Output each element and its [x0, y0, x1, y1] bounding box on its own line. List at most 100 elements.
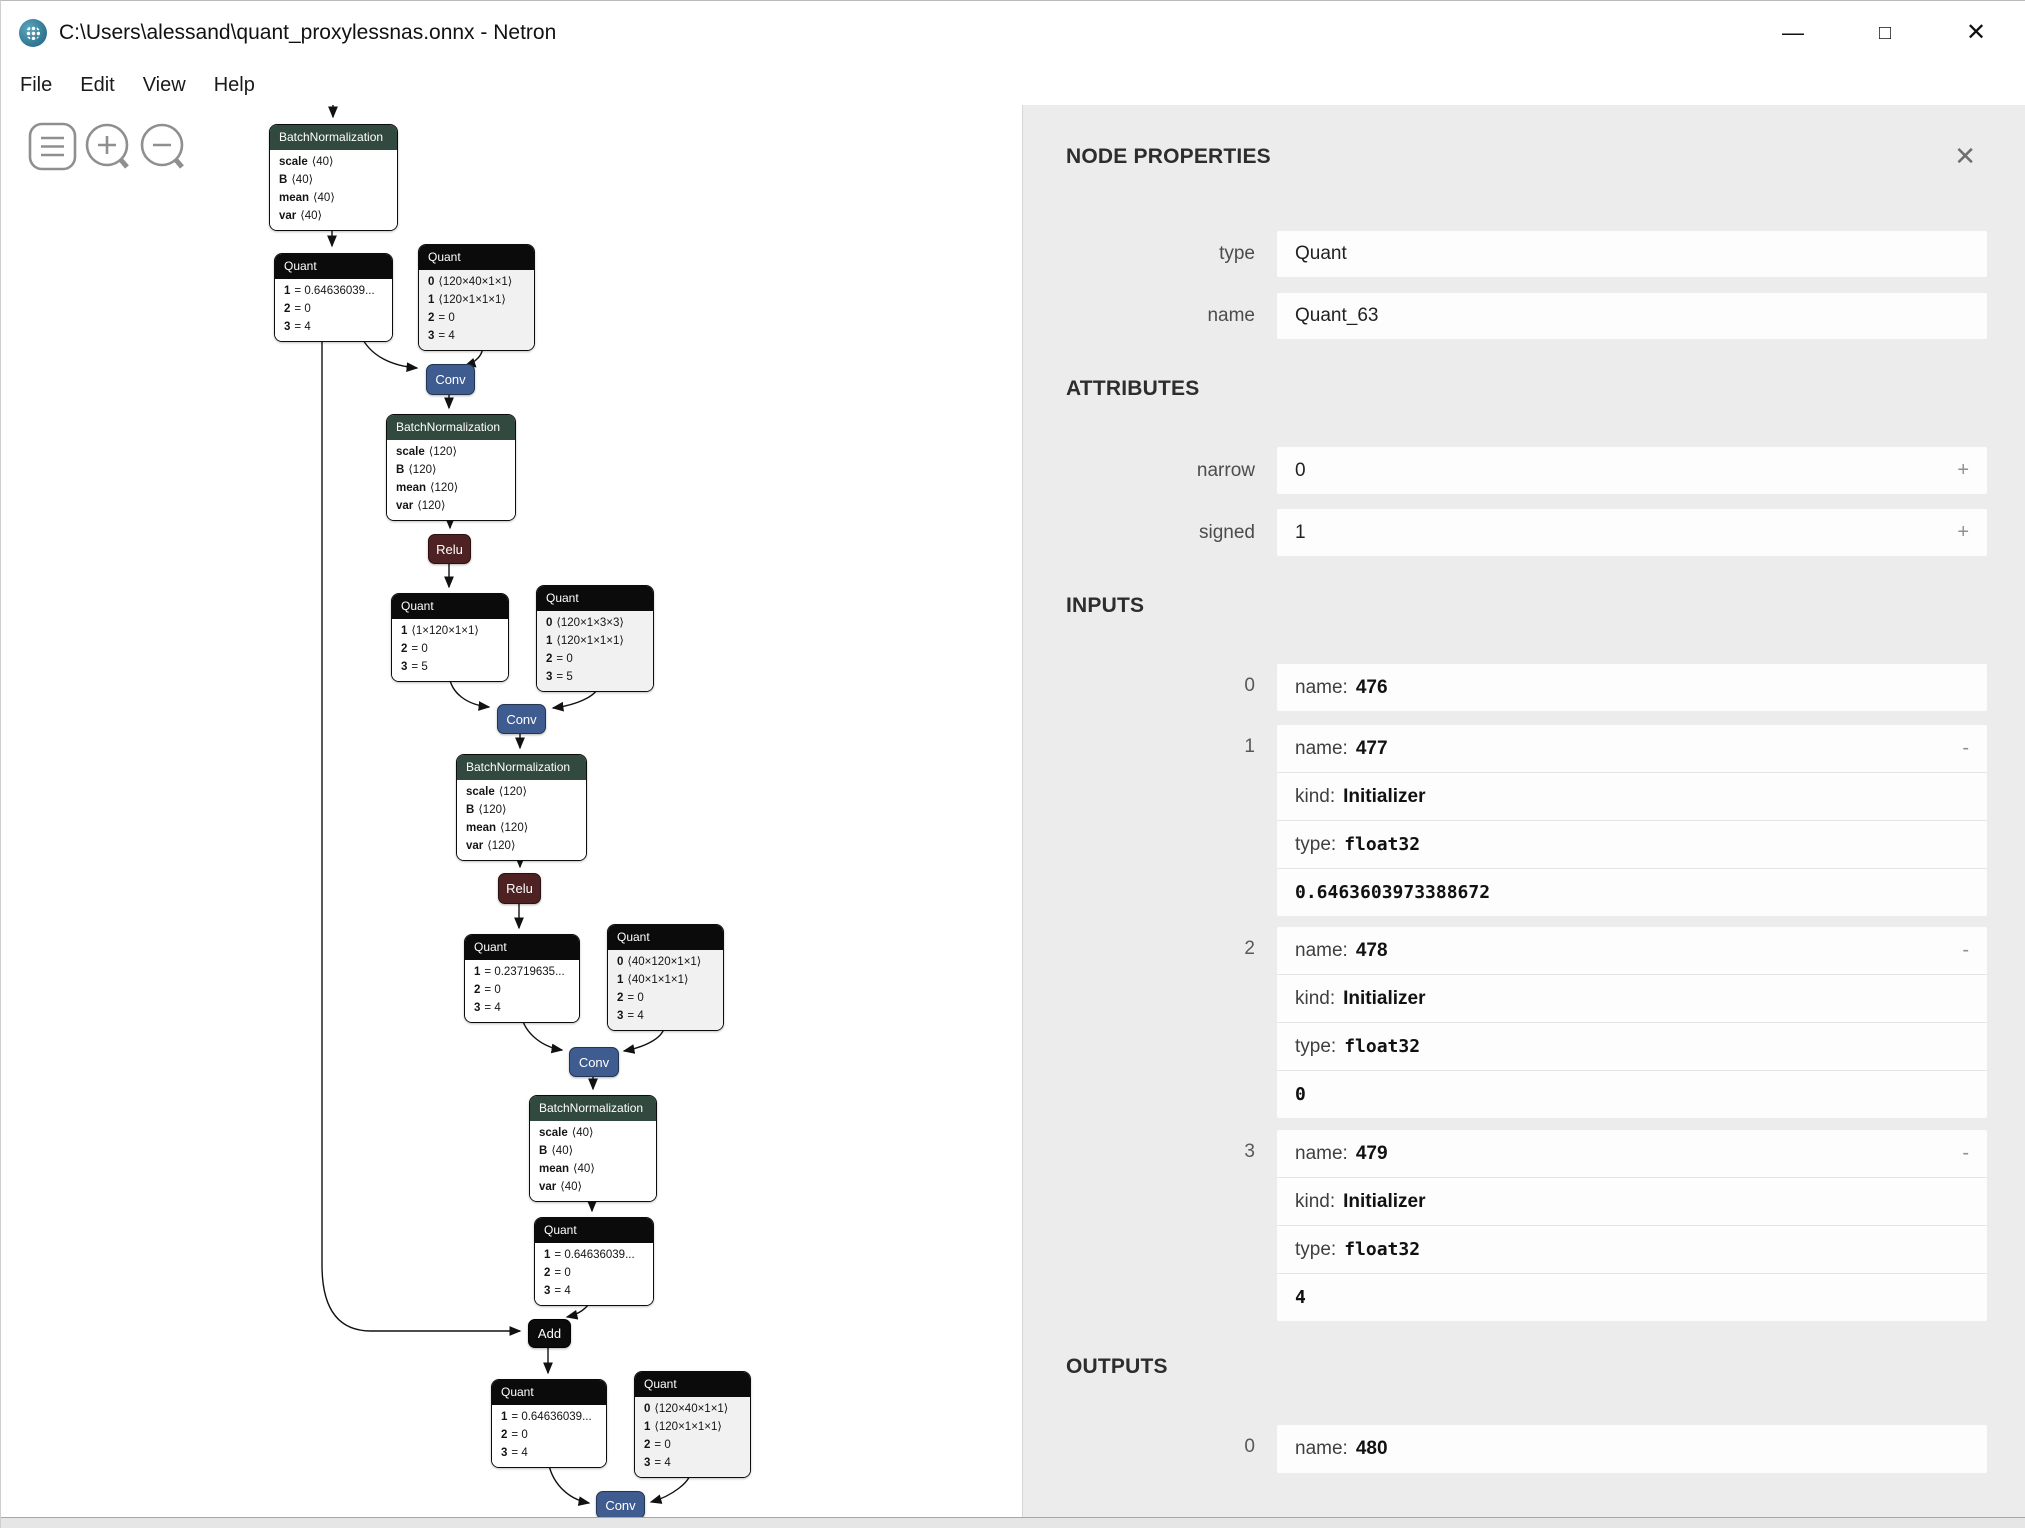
name-value: 477 [1355, 737, 1388, 759]
input-2-name[interactable]: name: 478 - [1277, 927, 1987, 974]
signed-value: 1 [1295, 521, 1306, 543]
node-type-label: Quant [537, 586, 653, 611]
graph-node-quant-weight-2[interactable]: Quant 0⟨120×1×3×3⟩ 1⟨120×1×1×1⟩ 2= 0 3= … [536, 585, 654, 692]
graph-node-quant-act-5[interactable]: Quant 1= 0.64636039... 2= 0 3= 4 [491, 1379, 607, 1468]
input-3-value: 4 [1277, 1273, 1987, 1321]
graph-node-quant-weight-1[interactable]: Quant 0⟨120×40×1×1⟩ 1⟨120×1×1×1⟩ 2= 0 3=… [418, 244, 535, 351]
menu-view[interactable]: View [142, 73, 186, 96]
kind-key: kind: [1295, 1190, 1336, 1212]
node-type-label: BatchNormalization [270, 125, 397, 150]
node-type-label: Quant [419, 245, 534, 270]
name-value: 478 [1355, 939, 1388, 961]
graph-node-quant-act-3[interactable]: Quant 1= 0.23719635... 2= 0 3= 4 [464, 934, 580, 1023]
property-label-name: name [1207, 305, 1255, 326]
graph-node-batchnorm-2[interactable]: BatchNormalization scale⟨120⟩ B⟨120⟩ mea… [386, 414, 516, 521]
graph-node-quant-weight-4[interactable]: Quant 0⟨120×40×1×1⟩ 1⟨120×1×1×1⟩ 2= 0 3=… [634, 1371, 751, 1478]
tensor-value: 0.6463603973388672 [1295, 882, 1491, 903]
menu-file[interactable]: File [20, 73, 53, 96]
type-value: Quant [1295, 243, 1347, 264]
kind-value: Initializer [1343, 1190, 1426, 1212]
input-1-group: name: 477 - kind: Initializer type: floa… [1277, 725, 1987, 916]
output-index: 0 [1244, 1436, 1255, 1457]
graph-node-batchnorm-3[interactable]: BatchNormalization scale⟨120⟩ B⟨120⟩ mea… [456, 754, 587, 861]
output-0-name[interactable]: name: 480 [1277, 1425, 1987, 1473]
panel-title: NODE PROPERTIES [1066, 145, 1271, 168]
name-key: name: [1295, 939, 1348, 961]
type-value: float32 [1344, 1239, 1421, 1260]
graph-node-quant-act-4[interactable]: Quant 1= 0.64636039... 2= 0 3= 4 [534, 1217, 654, 1306]
type-value: float32 [1344, 834, 1421, 855]
window-title: C:\Users\alessand\quant_proxylessnas.onn… [59, 21, 557, 44]
type-key: type: [1295, 1035, 1337, 1057]
node-type-label: Quant [275, 254, 392, 279]
name-value: 476 [1355, 676, 1388, 698]
zoom-in-icon[interactable] [85, 123, 129, 169]
menu-edit[interactable]: Edit [80, 73, 115, 96]
name-key: name: [1295, 737, 1348, 759]
type-key: type: [1295, 1238, 1337, 1260]
menu-help[interactable]: Help [213, 73, 255, 96]
node-type-label: Quant [535, 1218, 653, 1243]
graph-node-add[interactable]: Add [528, 1319, 571, 1348]
name-key: name: [1295, 1438, 1348, 1459]
attribute-value-signed[interactable]: 1 + [1277, 509, 1987, 556]
input-3-type: type: float32 [1277, 1225, 1987, 1273]
input-2-kind: kind: Initializer [1277, 974, 1987, 1022]
zoom-out-icon[interactable] [140, 123, 184, 169]
input-3-kind: kind: Initializer [1277, 1177, 1987, 1225]
expand-icon[interactable]: + [1957, 521, 1969, 543]
node-properties-panel: NODE PROPERTIES ✕ type Quant name Quant_… [1022, 105, 2025, 1517]
input-3-name[interactable]: name: 479 - [1277, 1130, 1987, 1177]
input-0-name[interactable]: name: 476 [1277, 664, 1987, 711]
close-button[interactable]: ✕ [1965, 19, 1987, 46]
outputs-section-title: OUTPUTS [1066, 1355, 1168, 1378]
inputs-section-title: INPUTS [1066, 594, 1145, 617]
graph-node-quant-weight-3[interactable]: Quant 0⟨40×120×1×1⟩ 1⟨40×1×1×1⟩ 2= 0 3= … [607, 924, 724, 1031]
graph-node-quant-act-1[interactable]: Quant 1= 0.64636039... 2= 0 3= 4 [274, 253, 393, 342]
bottom-scrollbar-strip[interactable] [1, 1517, 2025, 1528]
type-value: float32 [1344, 1036, 1421, 1057]
input-1-type: type: float32 [1277, 820, 1987, 868]
input-1-kind: kind: Initializer [1277, 772, 1987, 820]
kind-value: Initializer [1343, 987, 1426, 1009]
graph-canvas[interactable]: BatchNormalization scale⟨40⟩ B⟨40⟩ mean⟨… [1, 105, 1022, 1517]
type-key: type: [1295, 833, 1337, 855]
tensor-value: 4 [1295, 1287, 1306, 1308]
graph-node-conv-4[interactable]: Conv [596, 1491, 645, 1517]
name-value: 479 [1355, 1142, 1388, 1164]
input-1-name[interactable]: name: 477 - [1277, 725, 1987, 772]
property-value-type[interactable]: Quant [1277, 231, 1987, 277]
input-index: 2 [1244, 938, 1255, 959]
node-type-label: BatchNormalization [387, 415, 515, 440]
expand-icon[interactable]: + [1957, 459, 1969, 481]
attribute-value-narrow[interactable]: 0 + [1277, 447, 1987, 494]
collapse-icon[interactable]: - [1962, 939, 1969, 961]
node-type-label: Quant [608, 925, 723, 950]
property-value-name[interactable]: Quant_63 [1277, 293, 1987, 339]
graph-node-relu-1[interactable]: Relu [428, 534, 471, 564]
graph-node-relu-2[interactable]: Relu [498, 873, 541, 904]
graph-node-batchnorm-1[interactable]: BatchNormalization scale⟨40⟩ B⟨40⟩ mean⟨… [269, 124, 398, 231]
attributes-section-title: ATTRIBUTES [1066, 377, 1200, 400]
menu-bar: File Edit View Help [1, 65, 2025, 105]
graph-node-conv-3[interactable]: Conv [569, 1047, 619, 1077]
input-2-group: name: 478 - kind: Initializer type: floa… [1277, 927, 1987, 1118]
property-label-type: type [1219, 243, 1255, 264]
minimize-button[interactable]: — [1782, 20, 1804, 45]
kind-value: Initializer [1343, 785, 1426, 807]
menu-icon[interactable] [28, 122, 77, 171]
graph-node-conv-1[interactable]: Conv [426, 364, 475, 395]
collapse-icon[interactable]: - [1962, 1142, 1969, 1164]
graph-node-batchnorm-4[interactable]: BatchNormalization scale⟨40⟩ B⟨40⟩ mean⟨… [529, 1095, 657, 1202]
node-type-label: Quant [465, 935, 579, 960]
graph-node-quant-act-2[interactable]: Quant 1⟨1×120×1×1⟩ 2= 0 3= 5 [391, 593, 509, 682]
graph-toolbar [28, 122, 184, 171]
node-type-label: Quant [392, 594, 508, 619]
maximize-button[interactable]: □ [1878, 22, 1892, 44]
title-bar: C:\Users\alessand\quant_proxylessnas.onn… [1, 1, 2025, 65]
collapse-icon[interactable]: - [1962, 737, 1969, 759]
name-key: name: [1295, 1142, 1348, 1164]
panel-close-icon[interactable]: ✕ [1954, 141, 1976, 171]
graph-node-conv-2[interactable]: Conv [497, 704, 546, 734]
